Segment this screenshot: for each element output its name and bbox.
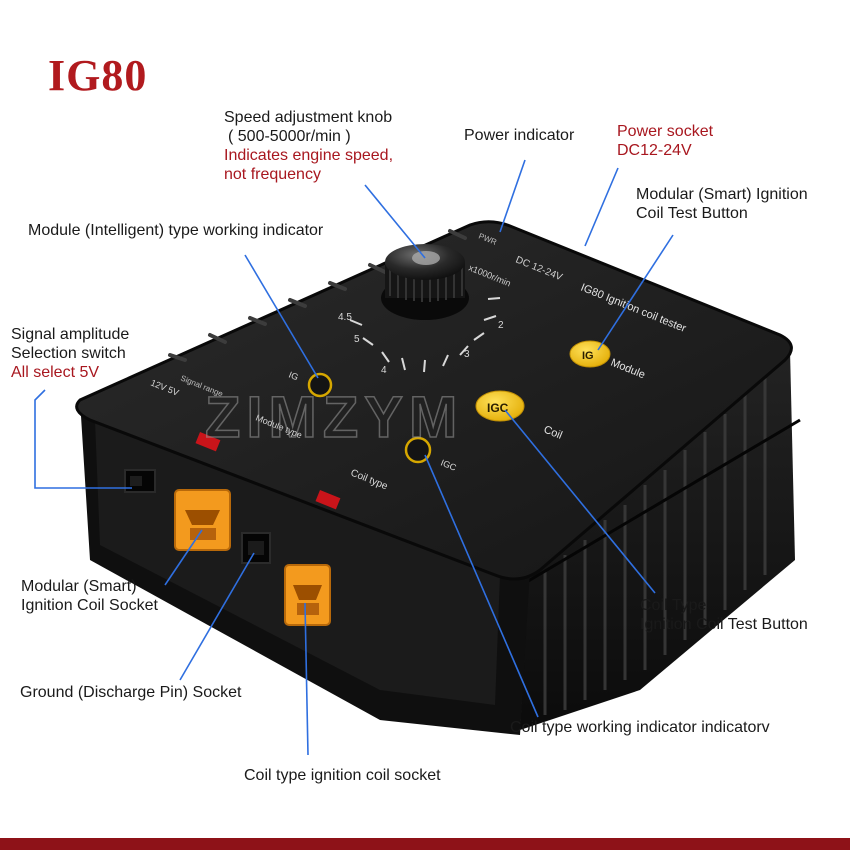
coil-test-button-label: Coil Type Ignition Coil Test Button [640,596,808,634]
module-indicator-led: IG [287,370,333,398]
power-socket-label: Power socket DC12-24V [617,122,713,160]
dial-mark: 3 [464,349,470,360]
module-indicator-label: Module (Intelligent) type working indica… [28,222,324,239]
speed-knob-label-line3: Indicates engine speed, [224,147,394,164]
speed-adjustment-knob[interactable] [381,244,469,320]
speed-knob-label: Speed adjustment knob ( 500-5000r/min ) … [224,108,393,184]
device-side-face [394,345,801,730]
signal-switch-label-line3: All select 5V [11,364,100,381]
igc-button-text: IGC [487,401,509,415]
smart-socket-label: Modular (Smart) Ignition Coil Socket [21,577,158,615]
smart-test-button-label: Modular (Smart) Ignition Coil Test Butto… [636,185,808,223]
coil-socket-label: Coil type ignition coil socket [244,767,441,784]
signal-switch-label: Signal amplitude Selection switch All se… [11,325,129,382]
bottom-rule [0,838,850,850]
power-indicator-label: Power indicator [464,127,575,144]
smart-coil-socket[interactable] [174,489,231,551]
dial-mark: 4 [381,365,387,376]
smart-socket-label-line2: Ignition Coil Socket [21,597,158,614]
signal-switch-label-line1: Signal amplitude [11,326,130,343]
speed-dial-scale [349,297,501,373]
ground-socket-label: Ground (Discharge Pin) Socket [20,684,242,701]
smart-socket-label-line1: Modular (Smart) [21,578,137,595]
speed-knob-label-line2: ( 500-5000r/min ) [228,128,351,145]
dial-mark: 4.5 [338,312,352,323]
speed-dial-numbers: 4.5 5 4 3 2 [338,312,504,376]
coil-test-button-label-line2: Ignition Coil Test Button [640,616,808,633]
led-ig-label: IG [287,370,300,383]
power-socket-label-line1: Power socket [617,123,714,140]
product-title: IG80 [48,51,148,100]
signal-amplitude-switch[interactable] [124,469,156,493]
ig-button-text: IG [582,350,594,362]
dial-mark: 2 [498,320,504,331]
coil-test-button-label-line1: Coil Type [640,597,707,614]
smart-test-button-label-line2: Coil Test Button [636,205,748,222]
dial-mark: 5 [354,334,360,345]
signal-switch-label-line2: Selection switch [11,345,126,362]
coil-type-test-button[interactable]: IGC [475,390,525,422]
coil-indicator-label: Coil type working indicator indicatorv [510,719,770,736]
device-top-face [75,220,793,581]
smart-coil-test-button[interactable]: IG [569,340,611,368]
watermark: ZIMZYM [205,385,463,450]
speed-knob-label-line1: Speed adjustment knob [224,109,393,126]
ground-discharge-socket[interactable] [241,532,271,564]
speed-knob-label-line4: not frequency [224,166,321,183]
power-socket-label-line2: DC12-24V [617,142,692,159]
leader-lines [34,159,674,756]
coil-type-socket[interactable] [284,564,331,626]
smart-test-button-label-line1: Modular (Smart) Ignition [636,186,808,203]
